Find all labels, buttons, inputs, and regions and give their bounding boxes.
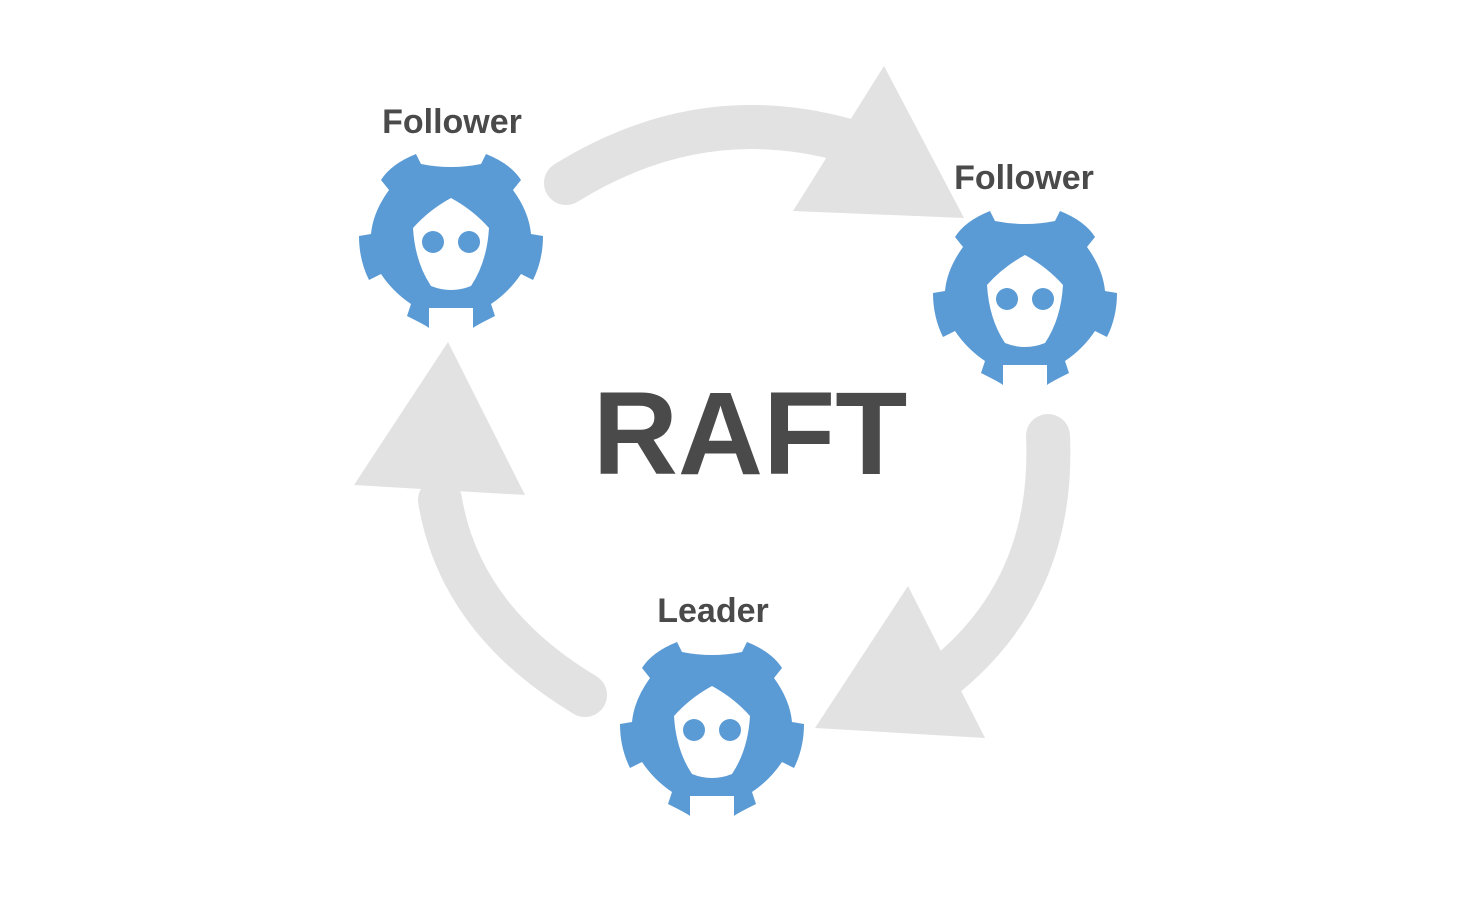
node-follower-top-left: Follower [359, 103, 543, 328]
node-label: Follower [382, 103, 522, 141]
etcd-gear-icon [933, 211, 1117, 385]
node-label: Follower [954, 159, 1094, 197]
node-label: Leader [657, 592, 769, 630]
cycle-arrow-top [544, 66, 964, 218]
node-follower-right: Follower [933, 159, 1117, 385]
etcd-gear-icon [620, 642, 804, 816]
cycle-arrow-right [815, 414, 1071, 738]
etcd-gear-icon [359, 154, 543, 328]
node-leader-bottom: Leader [620, 592, 804, 816]
diagram-title: RAFT [593, 368, 908, 500]
cycle-arrow-left [354, 342, 607, 717]
